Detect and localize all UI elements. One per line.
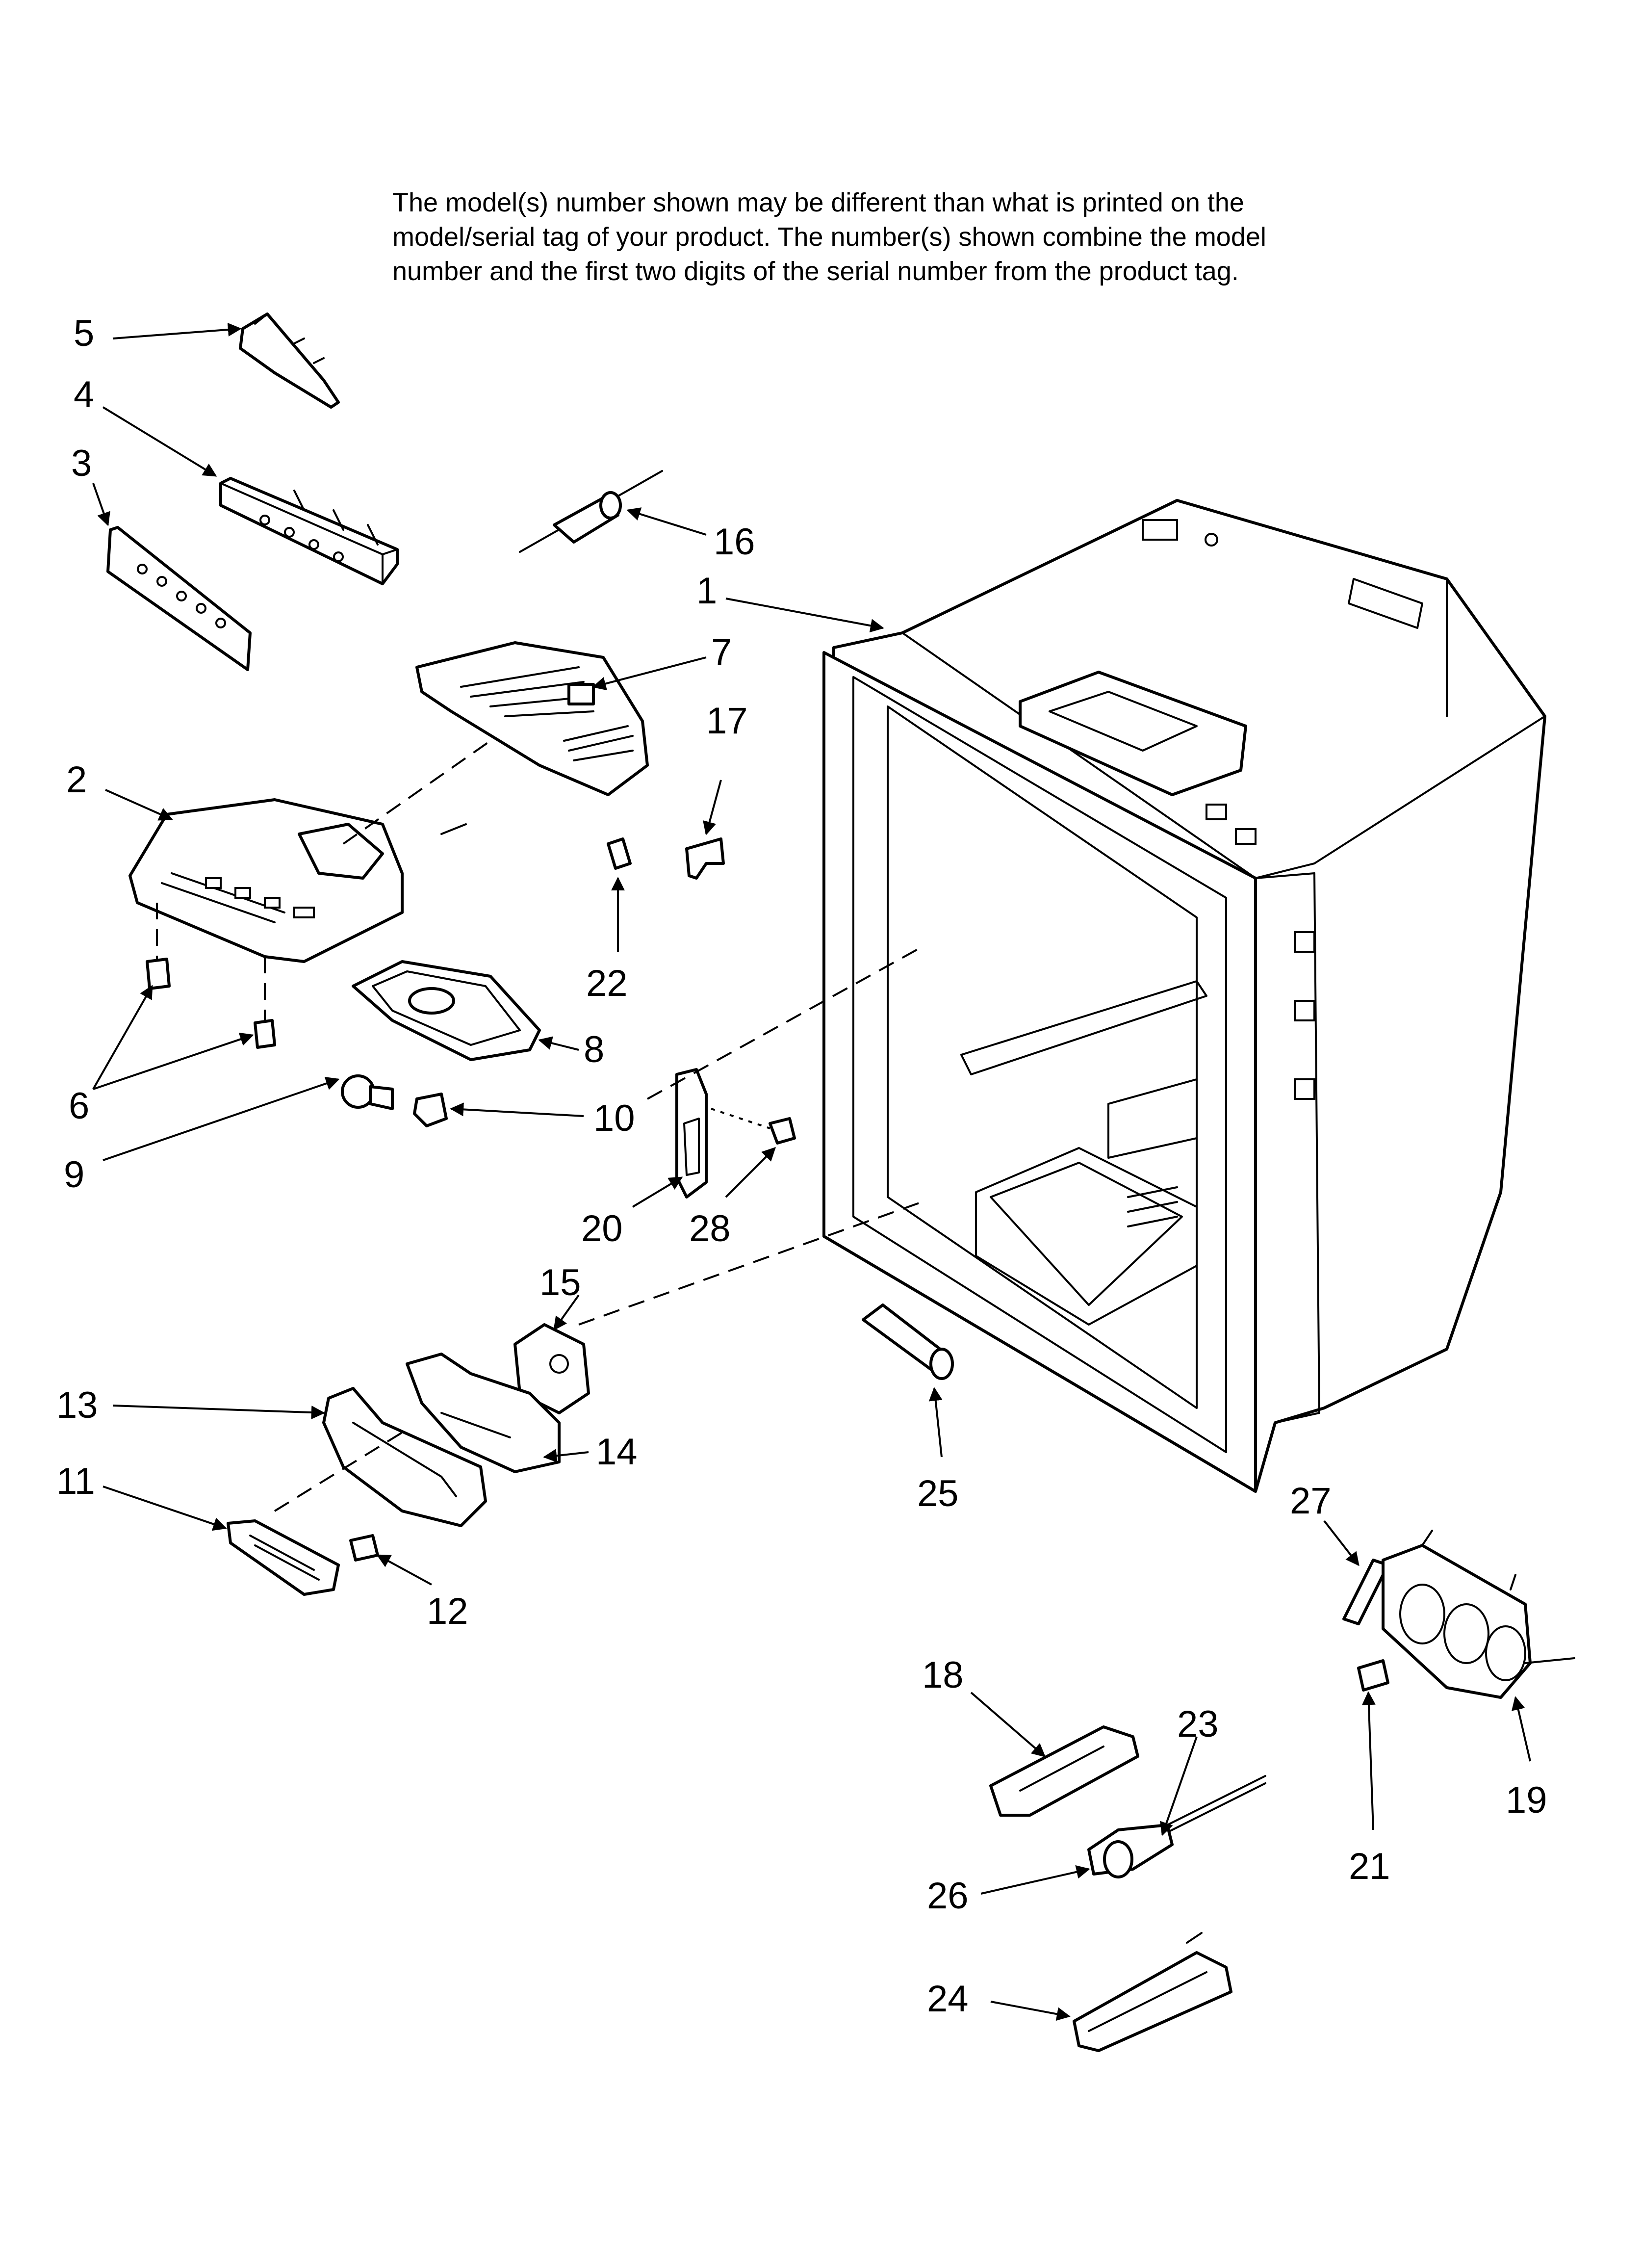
leader-13: [112, 1405, 325, 1420]
callout-10: 10: [593, 1097, 635, 1139]
callout-5: 5: [74, 313, 94, 354]
part-5: [239, 313, 340, 409]
leader-lines: [92, 322, 1531, 2021]
callout-18: 18: [922, 1654, 964, 1696]
part-11: [227, 1519, 340, 1596]
callout-16: 16: [714, 521, 755, 563]
callout-13: 13: [56, 1384, 98, 1426]
part-21: [1357, 1659, 1389, 1692]
callout-11: 11: [56, 1460, 95, 1502]
leader-6a: [92, 985, 153, 1090]
part-6: [146, 958, 276, 1049]
part-15: [513, 1323, 590, 1414]
callout-14: 14: [596, 1431, 638, 1473]
part-19: [1382, 1530, 1575, 1699]
part-24: [1073, 1932, 1232, 2052]
leader-24: [990, 2001, 1071, 2021]
part-27: [1342, 1559, 1389, 1625]
cabinet-liner-part-1: [822, 499, 1546, 1493]
leader-21: [1361, 1691, 1376, 1830]
part-14: [406, 1353, 561, 1473]
leader-25: [928, 1387, 943, 1458]
leader-2: [105, 789, 173, 821]
callout-2: 2: [66, 759, 87, 801]
part-22: [607, 837, 632, 870]
callout-21: 21: [1349, 1846, 1390, 1887]
part-18: [989, 1725, 1139, 1817]
part-8: [352, 960, 541, 1061]
callout-19: 19: [1506, 1779, 1547, 1821]
part-2: [128, 798, 467, 963]
part-17: [685, 837, 725, 880]
part-7: [415, 641, 649, 796]
callout-25: 25: [917, 1473, 959, 1514]
callout-12: 12: [427, 1590, 468, 1632]
leader-15: [553, 1294, 580, 1331]
leader-9: [103, 1076, 340, 1161]
leader-17: [703, 780, 722, 835]
callout-1: 1: [696, 570, 717, 612]
callout-28: 28: [689, 1208, 731, 1250]
callout-8: 8: [584, 1029, 604, 1070]
leader-19: [1512, 1696, 1531, 1762]
callout-23: 23: [1177, 1703, 1219, 1745]
callout-6: 6: [69, 1085, 89, 1127]
alignment-lines: [156, 740, 923, 1512]
callout-3: 3: [71, 443, 92, 484]
callout-4: 4: [74, 374, 94, 416]
leader-3: [92, 483, 110, 526]
leader-6b: [93, 1032, 254, 1090]
part-12: [349, 1534, 379, 1562]
part-28: [711, 1108, 796, 1145]
part-26: [1087, 1824, 1174, 1878]
part-10: [413, 1093, 448, 1127]
leader-14: [543, 1449, 589, 1463]
part-25: [862, 1303, 954, 1380]
leader-23: [1160, 1736, 1198, 1836]
leader-18: [970, 1692, 1046, 1757]
leader-5: [112, 322, 242, 339]
callout-numbers: 5 4 3 16 1 7 17 2 22 8 6 10 9 20 28 15 1…: [56, 313, 1547, 2020]
part-16: [519, 470, 663, 553]
leader-20: [632, 1176, 683, 1208]
note-line-3: number and the first two digits of the s…: [392, 257, 1239, 286]
leader-26: [980, 1865, 1090, 1895]
part-20: [675, 1068, 708, 1199]
note-line-2: model/serial tag of your product. The nu…: [392, 222, 1266, 252]
callout-20: 20: [581, 1208, 623, 1250]
callout-7: 7: [711, 631, 732, 673]
part-9: [341, 1074, 394, 1110]
leader-10: [450, 1102, 584, 1117]
leader-7: [592, 656, 707, 691]
callout-24: 24: [927, 1978, 969, 2020]
part-3: [106, 526, 252, 671]
model-number-note: The model(s) number shown may be differe…: [392, 185, 1520, 288]
part-23: [1166, 1775, 1266, 1833]
callout-15: 15: [539, 1262, 581, 1303]
callout-17: 17: [706, 700, 748, 742]
leader-11: [103, 1486, 227, 1531]
leader-1: [725, 598, 884, 633]
leader-28: [725, 1147, 776, 1198]
leader-8: [538, 1036, 579, 1051]
callout-9: 9: [64, 1154, 84, 1196]
part-4: [219, 477, 399, 585]
callout-27: 27: [1290, 1480, 1332, 1522]
part-13: [322, 1387, 487, 1527]
leader-16: [626, 507, 707, 536]
leader-27: [1323, 1520, 1360, 1566]
callout-26: 26: [927, 1875, 969, 1917]
leader-12: [376, 1554, 432, 1586]
callout-22: 22: [586, 963, 628, 1004]
note-line-1: The model(s) number shown may be differe…: [392, 188, 1244, 217]
leader-4: [102, 406, 217, 477]
